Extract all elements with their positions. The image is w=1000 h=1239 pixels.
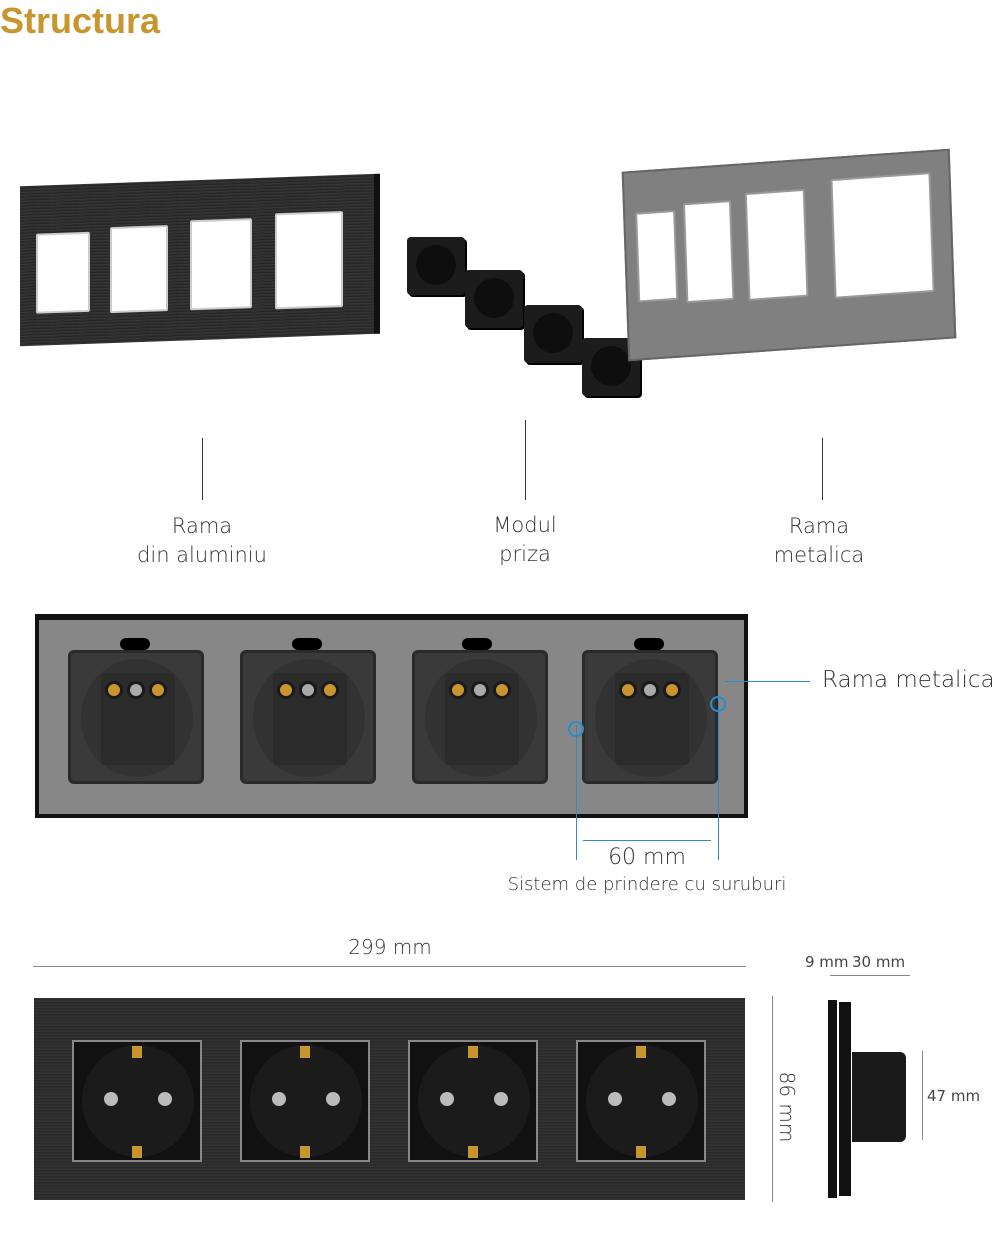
module-height-label: 47 mm xyxy=(927,1087,981,1105)
socket-module-image xyxy=(524,305,582,363)
distance-label: 60 mm xyxy=(608,845,686,870)
pointer-line xyxy=(202,438,203,500)
socket-back xyxy=(240,650,376,784)
mounting-caption: Sistem de prindere cu suruburi xyxy=(507,874,787,895)
socket-front xyxy=(72,1040,202,1162)
metal-frame-image xyxy=(621,148,957,362)
height-dimension-line xyxy=(772,996,773,1202)
socket-front xyxy=(576,1040,706,1162)
height-label: 86 mm xyxy=(775,1071,799,1143)
screw-marker-icon xyxy=(710,696,726,712)
back-label-metal-frame: Rama metalica xyxy=(822,667,995,693)
socket-module-image xyxy=(407,237,465,295)
front-depth-label: 9 mm xyxy=(805,953,849,971)
rear-depth-label: 30 mm xyxy=(852,953,906,971)
depth-dimension-line xyxy=(830,975,910,976)
aluminium-frame-image xyxy=(20,173,380,347)
width-label: 299 mm xyxy=(348,935,432,959)
distance-arrow xyxy=(583,840,711,841)
module-height-line xyxy=(922,1051,923,1140)
pointer-line xyxy=(525,420,526,500)
page-title: Structura xyxy=(0,0,161,41)
pointer-line xyxy=(822,438,823,500)
socket-front xyxy=(240,1040,370,1162)
socket-back xyxy=(412,650,548,784)
width-dimension-line xyxy=(33,966,746,967)
side-view-image xyxy=(828,1000,837,1198)
screw-marker-icon xyxy=(568,721,584,737)
socket-back xyxy=(582,650,718,784)
pointer-line xyxy=(725,681,810,682)
socket-front xyxy=(408,1040,538,1162)
socket-back xyxy=(68,650,204,784)
socket-module-image xyxy=(465,270,523,328)
